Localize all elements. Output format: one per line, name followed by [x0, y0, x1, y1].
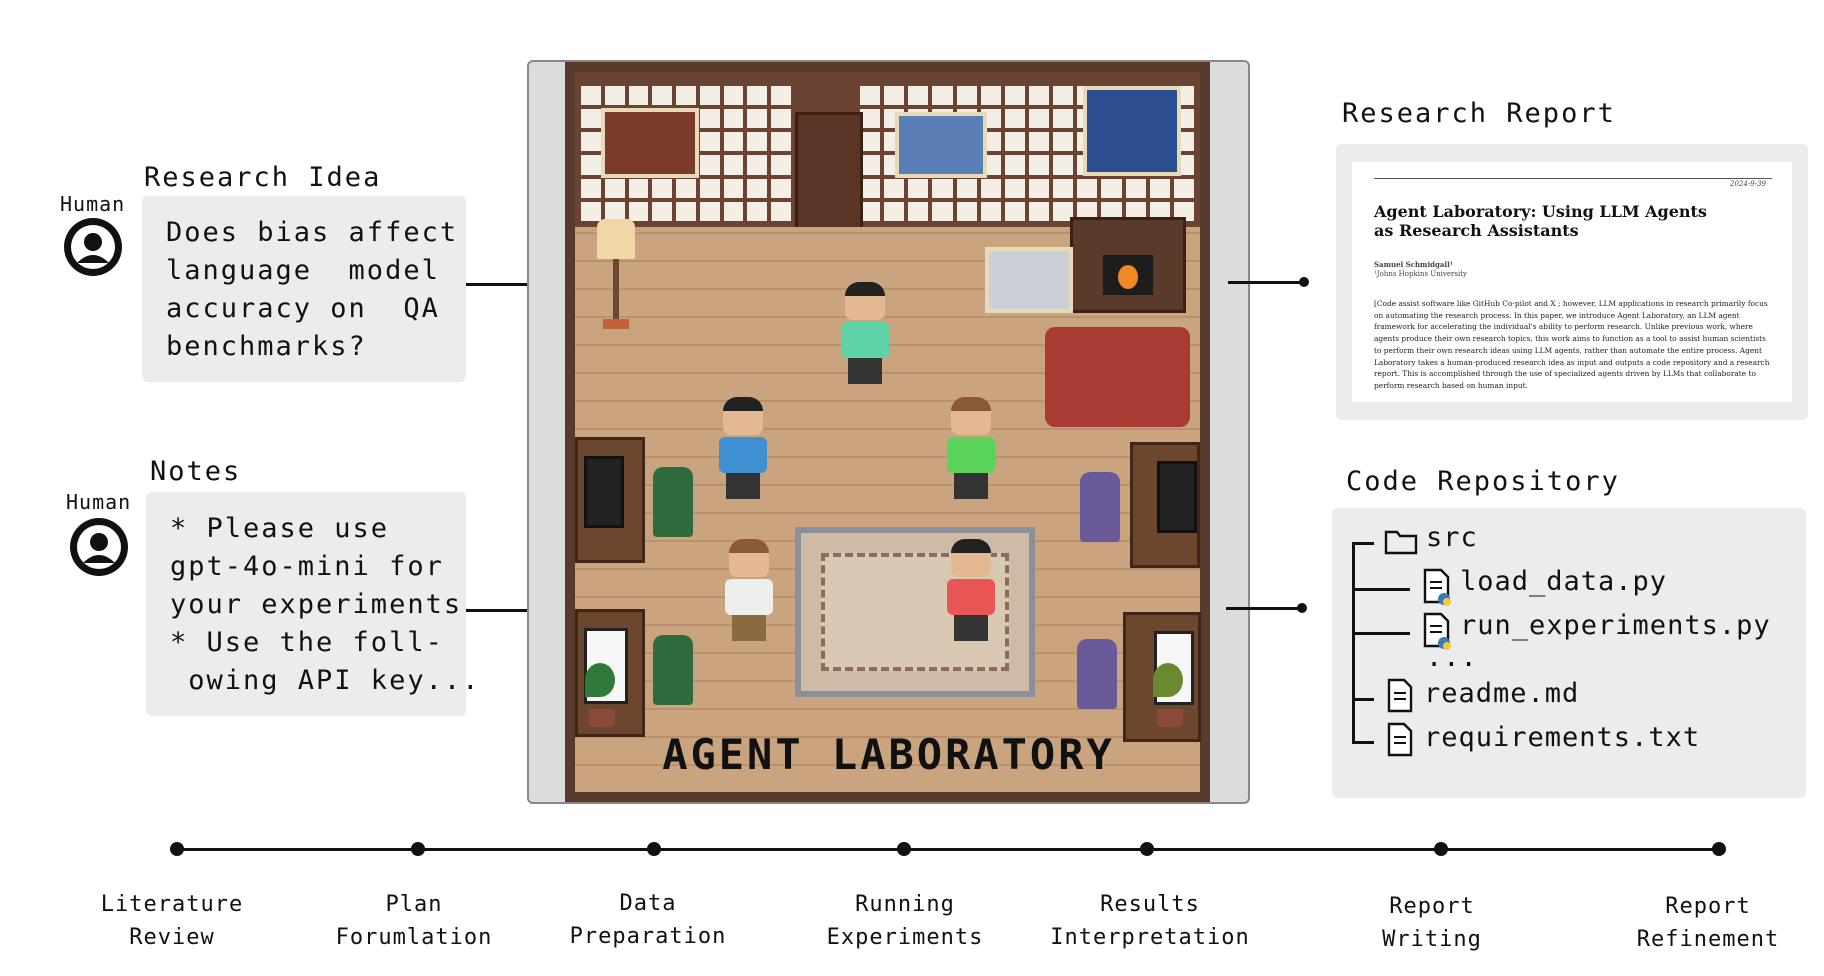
paper-page: 2024-9-39 Agent Laboratory: Using LLM Ag…: [1352, 162, 1792, 402]
agent-character: [837, 282, 893, 384]
stage-literature-review: Literature Review: [100, 892, 244, 950]
tree-line: [1352, 632, 1410, 635]
file-requirements[interactable]: requirements.txt: [1424, 722, 1701, 753]
file-run-experiments[interactable]: run_experiments.py: [1460, 610, 1771, 641]
stage-report-refinement: Report Refinement: [1636, 894, 1780, 952]
timeline-dot: [1712, 842, 1726, 856]
lab-title: AGENT LABORATORY: [662, 730, 1115, 779]
lab-room: [565, 62, 1210, 802]
paper-date: 2024-9-39: [1730, 180, 1766, 188]
timeline-dot: [1434, 842, 1448, 856]
lab-wall: [575, 72, 1200, 233]
file-readme[interactable]: readme.md: [1424, 678, 1580, 709]
tree-line: [1352, 542, 1374, 545]
human-label-idea: Human: [60, 192, 126, 216]
paper-author: Samuel Schmidgall¹: [1374, 260, 1453, 269]
lab-floor: [575, 217, 1201, 792]
painting-wave: [895, 112, 987, 178]
report-connector: [1228, 281, 1304, 284]
code-repository-title: Code Repository: [1346, 466, 1620, 497]
report-connector-dot: [1299, 277, 1309, 287]
workflow-timeline: [170, 842, 1726, 856]
chair-green: [653, 467, 693, 537]
paper-affiliation: ¹Johns Hopkins University: [1374, 270, 1467, 278]
timeline-dot: [411, 842, 425, 856]
agent-character: [715, 397, 771, 499]
human-avatar-icon: [70, 518, 128, 576]
desk-code-left: [575, 437, 645, 563]
idea-connector: [466, 283, 546, 286]
file-load-data[interactable]: load_data.py: [1460, 566, 1668, 597]
python-file-icon: [1423, 568, 1451, 606]
human-label-notes: Human: [66, 490, 132, 514]
agent-character: [943, 397, 999, 499]
chair-purple: [1077, 639, 1117, 709]
human-avatar-icon: [64, 218, 122, 276]
door: [795, 112, 863, 233]
rug: [795, 527, 1035, 697]
python-file-icon: [1423, 612, 1451, 650]
file-icon: [1387, 678, 1413, 713]
desk-code-right: [1130, 442, 1200, 568]
research-report-box: 2024-9-39 Agent Laboratory: Using LLM Ag…: [1336, 144, 1808, 420]
tree-line: [1352, 542, 1355, 742]
stage-report-writing: Report Writing: [1382, 894, 1482, 952]
notes-connector: [466, 609, 546, 612]
cat-painting: [985, 247, 1073, 313]
agent-laboratory-scene: AGENT LABORATORY: [527, 60, 1250, 804]
stage-data-preparation: Data Preparation: [569, 891, 727, 949]
painting-poker: [601, 108, 699, 178]
research-report-title: Research Report: [1342, 98, 1616, 129]
code-repository-box: src load_data.py run_experiments.py ... …: [1332, 508, 1806, 798]
timeline-dot: [647, 842, 661, 856]
stage-running-experiments: Running Experiments: [826, 892, 984, 950]
folder-icon: [1384, 530, 1418, 555]
agent-character: [721, 539, 777, 641]
stage-results-interpretation: Results Interpretation: [1050, 892, 1250, 950]
sofa: [1045, 327, 1190, 427]
plant: [579, 657, 625, 727]
chair-purple: [1080, 472, 1120, 542]
notes-title: Notes: [150, 456, 242, 487]
painting-starry-night: [1083, 86, 1181, 176]
fireplace: [1070, 217, 1186, 313]
folder-src[interactable]: src: [1426, 522, 1478, 553]
more-files-ellipsis: ...: [1426, 642, 1478, 673]
notes-box: * Please use gpt-4o-mini for your experi…: [146, 492, 478, 716]
timeline-dot: [897, 842, 911, 856]
lamp: [597, 219, 635, 329]
repo-connector: [1226, 607, 1302, 610]
tree-line: [1352, 698, 1374, 701]
file-icon: [1387, 722, 1413, 757]
agent-character: [943, 539, 999, 641]
research-idea-box: Does bias affect language model accuracy…: [142, 196, 466, 382]
paper-abstract: [Code assist software like GitHub Co-pil…: [1374, 299, 1770, 390]
paper-title: Agent Laboratory: Using LLM Agents as Re…: [1374, 202, 1707, 240]
stage-plan-formulation: Plan Forumlation: [335, 892, 493, 950]
research-idea-title: Research Idea: [144, 162, 382, 193]
timeline-dot: [1140, 842, 1154, 856]
plant: [1147, 657, 1193, 727]
timeline-dot: [170, 842, 184, 856]
repo-connector-dot: [1297, 603, 1307, 613]
tree-line: [1352, 741, 1374, 744]
chair-green: [653, 635, 693, 705]
tree-line: [1352, 588, 1410, 591]
